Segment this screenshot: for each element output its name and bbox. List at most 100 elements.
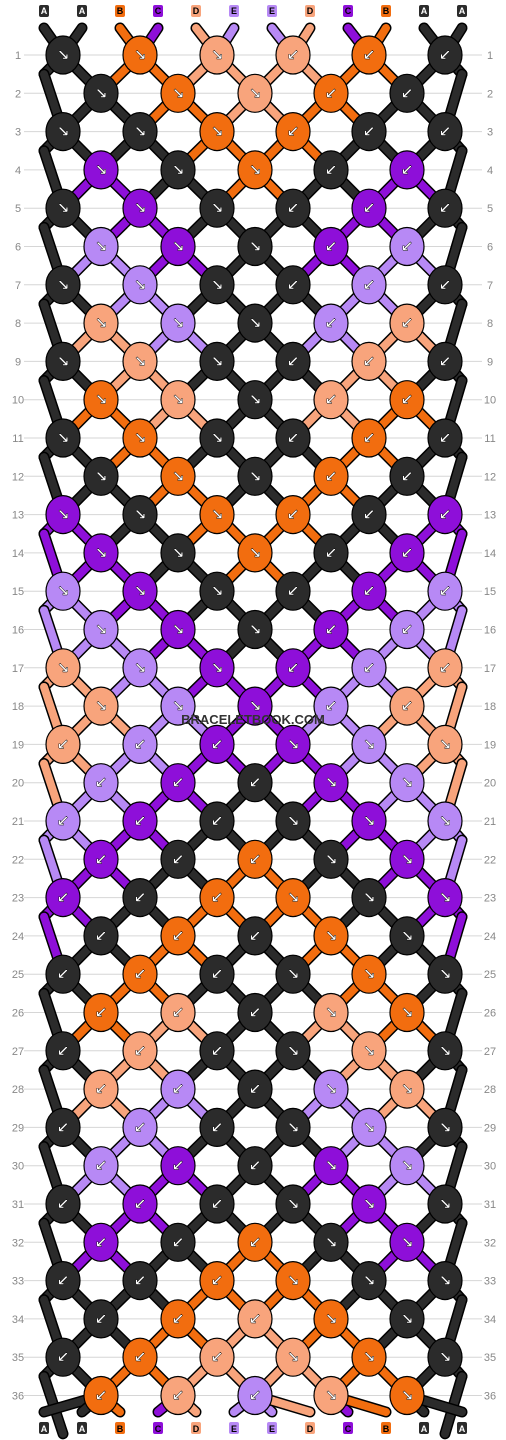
knot-ellipse bbox=[160, 150, 196, 190]
knot: ↘ bbox=[45, 188, 81, 228]
knot: ↘ bbox=[199, 341, 235, 381]
knot: ↘ bbox=[237, 150, 273, 190]
knot: ↙ bbox=[45, 1337, 81, 1377]
knot: ↘ bbox=[313, 1375, 349, 1416]
knot-ellipse bbox=[45, 418, 81, 458]
knot: ↙ bbox=[351, 341, 387, 381]
row-number-right: 15 bbox=[484, 586, 496, 598]
knot-arrow-icon: ↘ bbox=[57, 506, 70, 524]
knot-ellipse bbox=[427, 35, 463, 75]
knot: ↙ bbox=[351, 418, 387, 458]
knot-ellipse bbox=[427, 877, 463, 918]
knot-arrow-icon: ↘ bbox=[401, 774, 414, 792]
knot-ellipse bbox=[45, 1184, 81, 1224]
knot: ↘ bbox=[389, 763, 425, 803]
knot: ↘ bbox=[45, 494, 81, 535]
knot-ellipse bbox=[45, 188, 81, 228]
knot-ellipse bbox=[389, 1299, 425, 1339]
knot-ellipse bbox=[199, 1337, 235, 1377]
knot-ellipse bbox=[389, 533, 425, 573]
knot-arrow-icon: ↙ bbox=[134, 1195, 147, 1213]
knot-ellipse bbox=[389, 686, 425, 726]
knot-arrow-icon: ↙ bbox=[211, 1042, 224, 1060]
knot-arrow-icon: ↙ bbox=[95, 927, 108, 945]
knot: ↘ bbox=[313, 763, 349, 803]
strand-label-top: A bbox=[459, 6, 466, 16]
knot-arrow-icon: ↙ bbox=[249, 1233, 262, 1251]
strand-swatch-top bbox=[153, 5, 163, 17]
row-number-right: 14 bbox=[484, 548, 496, 560]
knot-arrow-icon: ↙ bbox=[249, 1080, 262, 1098]
knot-arrow-icon: ↘ bbox=[134, 199, 147, 217]
knot: ↘ bbox=[83, 533, 119, 573]
knot-ellipse bbox=[199, 112, 235, 152]
row-number-left: 3 bbox=[15, 127, 21, 139]
strand-swatch-bottom bbox=[39, 1422, 49, 1434]
knot-arrow-icon: ↘ bbox=[57, 123, 70, 141]
knot-arrow-icon: ↙ bbox=[211, 1195, 224, 1213]
knot-ellipse bbox=[275, 112, 311, 152]
knot-arrow-icon: ↘ bbox=[211, 123, 224, 141]
knot: ↘ bbox=[45, 571, 81, 611]
knot: ↙ bbox=[275, 571, 311, 611]
knot: ↘ bbox=[122, 265, 158, 305]
knot-arrow-icon: ↘ bbox=[249, 161, 262, 179]
knot-ellipse bbox=[237, 1146, 273, 1186]
knot: ↙ bbox=[275, 418, 311, 458]
knot-ellipse bbox=[351, 188, 387, 228]
knot: ↘ bbox=[199, 418, 235, 458]
knot: ↙ bbox=[45, 954, 81, 994]
knot-ellipse bbox=[313, 1299, 349, 1339]
row-number-left: 16 bbox=[12, 625, 24, 637]
knot-ellipse bbox=[160, 1299, 196, 1339]
knot-ellipse bbox=[83, 533, 119, 573]
knot-arrow-icon: ↙ bbox=[134, 1042, 147, 1060]
row-number-left: 22 bbox=[12, 854, 24, 866]
knot: ↙ bbox=[199, 1184, 235, 1224]
row-number-left: 25 bbox=[12, 969, 24, 981]
knot-ellipse bbox=[389, 380, 425, 420]
knot-ellipse bbox=[83, 686, 119, 726]
knot: ↘ bbox=[83, 73, 119, 113]
knot: ↘ bbox=[275, 724, 311, 765]
row-number-right: 8 bbox=[487, 318, 493, 330]
knot-ellipse bbox=[122, 1337, 158, 1377]
knot-arrow-icon: ↙ bbox=[325, 697, 338, 715]
strand-label-bottom: C bbox=[155, 1424, 162, 1434]
knot: ↙ bbox=[237, 1375, 273, 1416]
knot-ellipse bbox=[389, 226, 425, 267]
row-number-right: 2 bbox=[487, 88, 493, 100]
knot: ↘ bbox=[122, 494, 158, 535]
knot-ellipse bbox=[160, 1146, 196, 1186]
knot: ↘ bbox=[160, 226, 196, 267]
knot: ↘ bbox=[199, 494, 235, 535]
knot-arrow-icon: ↙ bbox=[287, 506, 300, 524]
knot-arrow-icon: ↘ bbox=[134, 659, 147, 677]
knot: ↘ bbox=[45, 265, 81, 305]
knot: ↘ bbox=[389, 916, 425, 956]
knot-ellipse bbox=[427, 801, 463, 841]
knot-ellipse bbox=[160, 839, 196, 879]
knot-arrow-icon: ↘ bbox=[249, 544, 262, 562]
knot-ellipse bbox=[160, 533, 196, 573]
knot-arrow-icon: ↙ bbox=[95, 1080, 108, 1098]
knot-arrow-icon: ↙ bbox=[134, 1348, 147, 1366]
knot-arrow-icon: ↙ bbox=[211, 965, 224, 983]
row-number-left: 34 bbox=[12, 1314, 24, 1326]
row-number-left: 29 bbox=[12, 1122, 24, 1134]
knot: ↙ bbox=[237, 1146, 273, 1186]
knot-ellipse bbox=[351, 571, 387, 611]
knot: ↙ bbox=[160, 839, 196, 879]
knot-arrow-icon: ↙ bbox=[57, 889, 70, 907]
knot-arrow-icon: ↘ bbox=[325, 1080, 338, 1098]
knot: ↘ bbox=[351, 1031, 387, 1071]
knot-arrow-icon: ↙ bbox=[287, 46, 300, 64]
strand-swatch-bottom bbox=[381, 1422, 391, 1434]
knot-arrow-icon: ↙ bbox=[95, 1233, 108, 1251]
knot: ↘ bbox=[313, 992, 349, 1033]
row-number-left: 23 bbox=[12, 893, 24, 905]
knot-ellipse bbox=[199, 1031, 235, 1071]
knot-arrow-icon: ↙ bbox=[287, 276, 300, 294]
knot-ellipse bbox=[389, 303, 425, 343]
knot: ↙ bbox=[313, 380, 349, 420]
